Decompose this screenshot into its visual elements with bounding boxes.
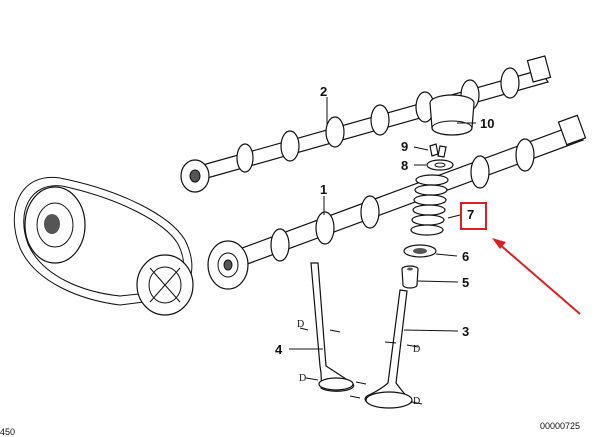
sprocket: [24, 186, 86, 264]
callout-8: 8: [401, 158, 408, 173]
highlight-annotation: [460, 202, 581, 315]
tappet-10: [429, 94, 475, 136]
dim-label-d: D: [413, 396, 420, 407]
dimension-marks: D D D D: [297, 319, 423, 407]
callout-3: 3: [462, 324, 469, 339]
dim-label-b: D: [299, 373, 306, 384]
callout-1: 1: [320, 182, 327, 197]
callout-5: 5: [462, 275, 469, 290]
callout-10: 10: [480, 116, 494, 131]
callout-9: 9: [401, 139, 408, 154]
intake-valve-3: [364, 289, 413, 409]
exhaust-valve-4: [310, 262, 355, 392]
callout-6: 6: [462, 249, 469, 264]
highlight-box: [460, 202, 487, 230]
callouts: 2 10 9 8 1 7 6 5 3 4: [275, 84, 494, 357]
spring-retainer-8: [426, 159, 454, 171]
corner-mark: 450: [0, 427, 15, 437]
valve-keepers-9: [429, 143, 447, 158]
dim-label-c: D: [413, 344, 420, 355]
callout-2: 2: [320, 84, 327, 99]
catalog-number: 00000725: [540, 421, 580, 431]
callout-7: 7: [467, 207, 474, 222]
dim-label-a: D: [297, 319, 304, 330]
lower-sprocket: [136, 254, 194, 316]
callout-4: 4: [275, 342, 283, 357]
spring-seat-6: [403, 244, 437, 258]
camshaft-1: [207, 114, 587, 290]
valve-spring-7: [410, 174, 449, 236]
arrow-head: [492, 238, 506, 249]
leader-lines: [289, 97, 476, 350]
highlight-arrow: [497, 242, 581, 315]
stem-seal-5: [401, 265, 419, 289]
